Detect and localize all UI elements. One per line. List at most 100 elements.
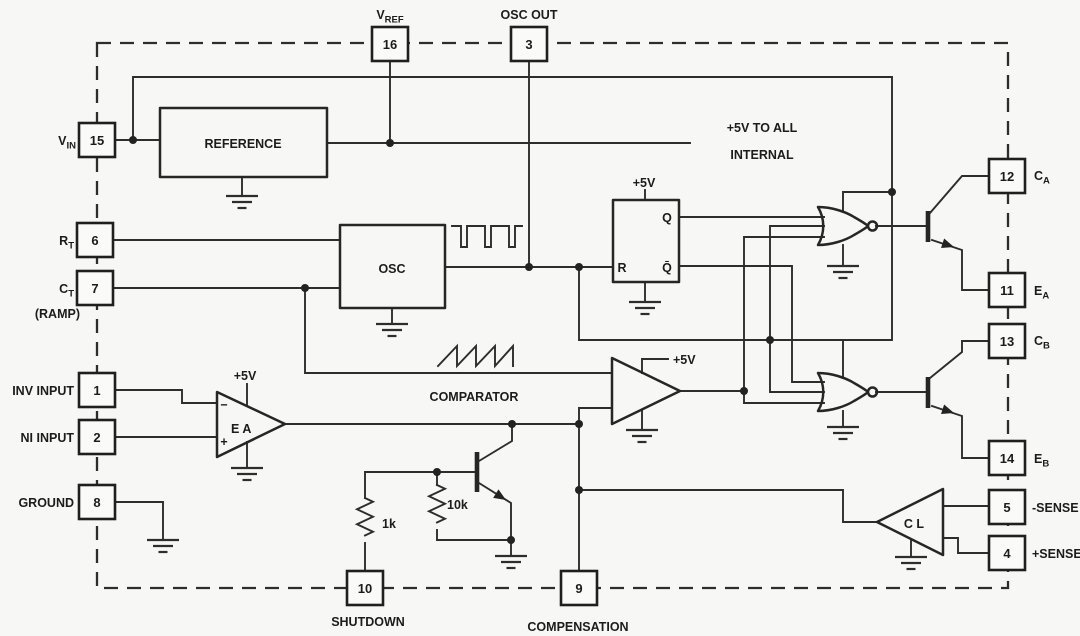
pin-12-label: CA [1034,169,1050,187]
pin-7-number: 7 [91,281,98,296]
wire-qbar-to-nor-b [678,265,825,383]
emitter-arrow-a [941,238,954,249]
wire-osc-branch [578,266,844,341]
pin-2-box [77,418,117,456]
ground-symbol-ea [229,466,265,482]
pin-8-label: GROUND [18,496,74,510]
ground-symbol-comparator [624,428,660,444]
wire-ramp-to-comparator [304,287,613,374]
wire-shutdown-emitter [477,481,512,541]
pin-16-box [370,25,410,63]
pin-2-number: 2 [93,430,100,445]
wire-shutdown-collector [477,423,513,463]
error-amp-label: E A [231,422,251,436]
ff-r-label: R [617,261,626,275]
text-layer: 16 3 15 6 7 1 2 8 10 9 12 11 13 14 5 4 V… [12,8,1080,634]
pin-6-box [75,221,115,259]
pin-10-number: 10 [358,581,372,596]
pin-boxes [75,25,1027,607]
reference-label: REFERENCE [204,137,281,151]
wire-vin-to-nor-a [842,191,893,213]
supply-note-line2: INTERNAL [730,148,794,162]
ground-symbol-nor-a [825,264,861,280]
oscillator-block [338,223,447,310]
pin-1-number: 1 [93,383,100,398]
ground-symbol-nor-b [825,425,861,441]
pin-4-number: 4 [1003,546,1011,561]
resistor-1k-label: 1k [382,517,396,531]
wire-comparator-5v-stub [641,358,669,374]
pin-12-box [987,157,1027,195]
shutdown-emitter-arrow [493,489,506,500]
pin-13-number: 13 [1000,334,1014,349]
pin-8-box [77,483,117,521]
wire-collector-b [928,340,990,380]
pin-14-box [987,439,1027,477]
pin-6-number: 6 [91,233,98,248]
wire-1k-to-base [364,471,478,499]
pin-7-ramp-label: (RAMP) [35,307,80,321]
wire-comparator-to-nor-a [743,236,825,392]
pin-10-label: SHUTDOWN [331,615,405,629]
wire-inv-input [114,389,218,404]
wire-plus-sense [942,537,990,554]
pin-4-box [987,534,1027,572]
pin-8-number: 8 [93,495,100,510]
ground-symbol-flipflop [627,300,663,316]
junction-dots [129,136,896,544]
wire-emitter-a [930,238,990,291]
ground-symbol-pin8 [145,538,181,554]
pin-11-label: EA [1034,284,1049,302]
pin-1-label: INV INPUT [12,384,74,398]
pin-14-label: EB [1034,452,1049,470]
pin-15-box [77,121,117,159]
pin-4-label: +SENSE [1032,547,1080,561]
pin-6-label: RT [59,234,74,252]
reference-block [158,106,329,179]
pin-9-label: COMPENSATION [527,620,628,634]
pin-16-number: 16 [383,37,397,52]
ground-symbol-shutdown [493,554,529,570]
ff-5v-label: +5V [633,176,656,190]
nor-gate-a [816,205,879,247]
nor-gate-b [816,371,879,413]
comparator-triangle [610,356,682,426]
wire-cl-output [578,489,878,523]
comparator-5v-label: +5V [673,353,696,367]
pin-13-label: CB [1034,334,1050,352]
wire-emitter-b [930,404,990,459]
pin-3-number: 3 [525,37,532,52]
resistor-1k [354,496,376,537]
ea-plus-sign: + [220,435,227,449]
pin-2-label: NI INPUT [21,431,75,445]
pin-13-box [987,322,1027,360]
pin-9-number: 9 [575,581,582,596]
wire-to-comparator-plus [578,407,613,425]
comparator-label: COMPARATOR [430,390,519,404]
pin-11-number: 11 [1000,283,1014,298]
pin-3-label: OSC OUT [501,8,558,22]
pin-3-box [509,25,549,63]
current-limit-label: C L [904,517,925,531]
wire-osc-to-nor-a [769,225,825,341]
pin-5-box [987,488,1027,526]
pin-1-box [77,371,117,409]
wire-10k-bottom [436,529,512,541]
resistor-10k-label: 10k [447,498,468,512]
ff-qbar-label: Q̄ [662,261,672,275]
pin-7-label: CT [59,282,74,300]
pin-11-box [987,271,1027,309]
pin-9-box [559,569,599,607]
ground-symbol-cl [893,555,929,571]
wire-vin-rail [132,76,893,379]
ff-q-label: Q [662,211,672,225]
wire-osc-to-nor-b [769,339,825,393]
pin-5-number: 5 [1003,500,1010,515]
ic-boundary [95,41,1010,590]
supply-note-line1: +5V TO ALL [727,121,798,135]
ea-minus-sign: − [220,398,227,412]
pin-10-box [345,569,385,607]
sawtooth-waveform-icon [436,343,514,369]
